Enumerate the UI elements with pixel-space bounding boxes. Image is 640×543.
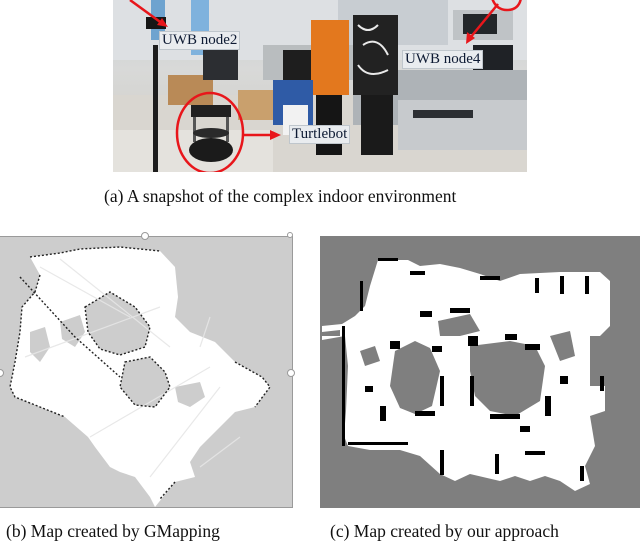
resize-handle-right[interactable]: [287, 369, 295, 377]
caption-b: (b) Map created by GMapping: [6, 521, 220, 541]
environment-photo: UWB node2 UWB node4 Turtlebot: [113, 0, 527, 172]
turtlebot-label: Turtlebot: [289, 125, 351, 144]
resize-handle-top-right[interactable]: [287, 232, 293, 238]
uwb-node4-label: UWB node4: [402, 50, 484, 69]
turtlebot-highlight-circle: [175, 91, 245, 172]
gmapping-map: [0, 232, 295, 508]
office-scene-illustration: [113, 0, 527, 172]
gmapping-occupancy-grid: [9, 246, 271, 507]
our-approach-map: [320, 236, 640, 508]
uwb-node2-label: UWB node2: [159, 31, 241, 50]
our-approach-occupancy-grid: [322, 258, 610, 491]
caption-c: (c) Map created by our approach: [330, 521, 559, 541]
resize-handle-top[interactable]: [141, 232, 149, 240]
caption-a: (a) A snapshot of the complex indoor env…: [104, 186, 457, 206]
